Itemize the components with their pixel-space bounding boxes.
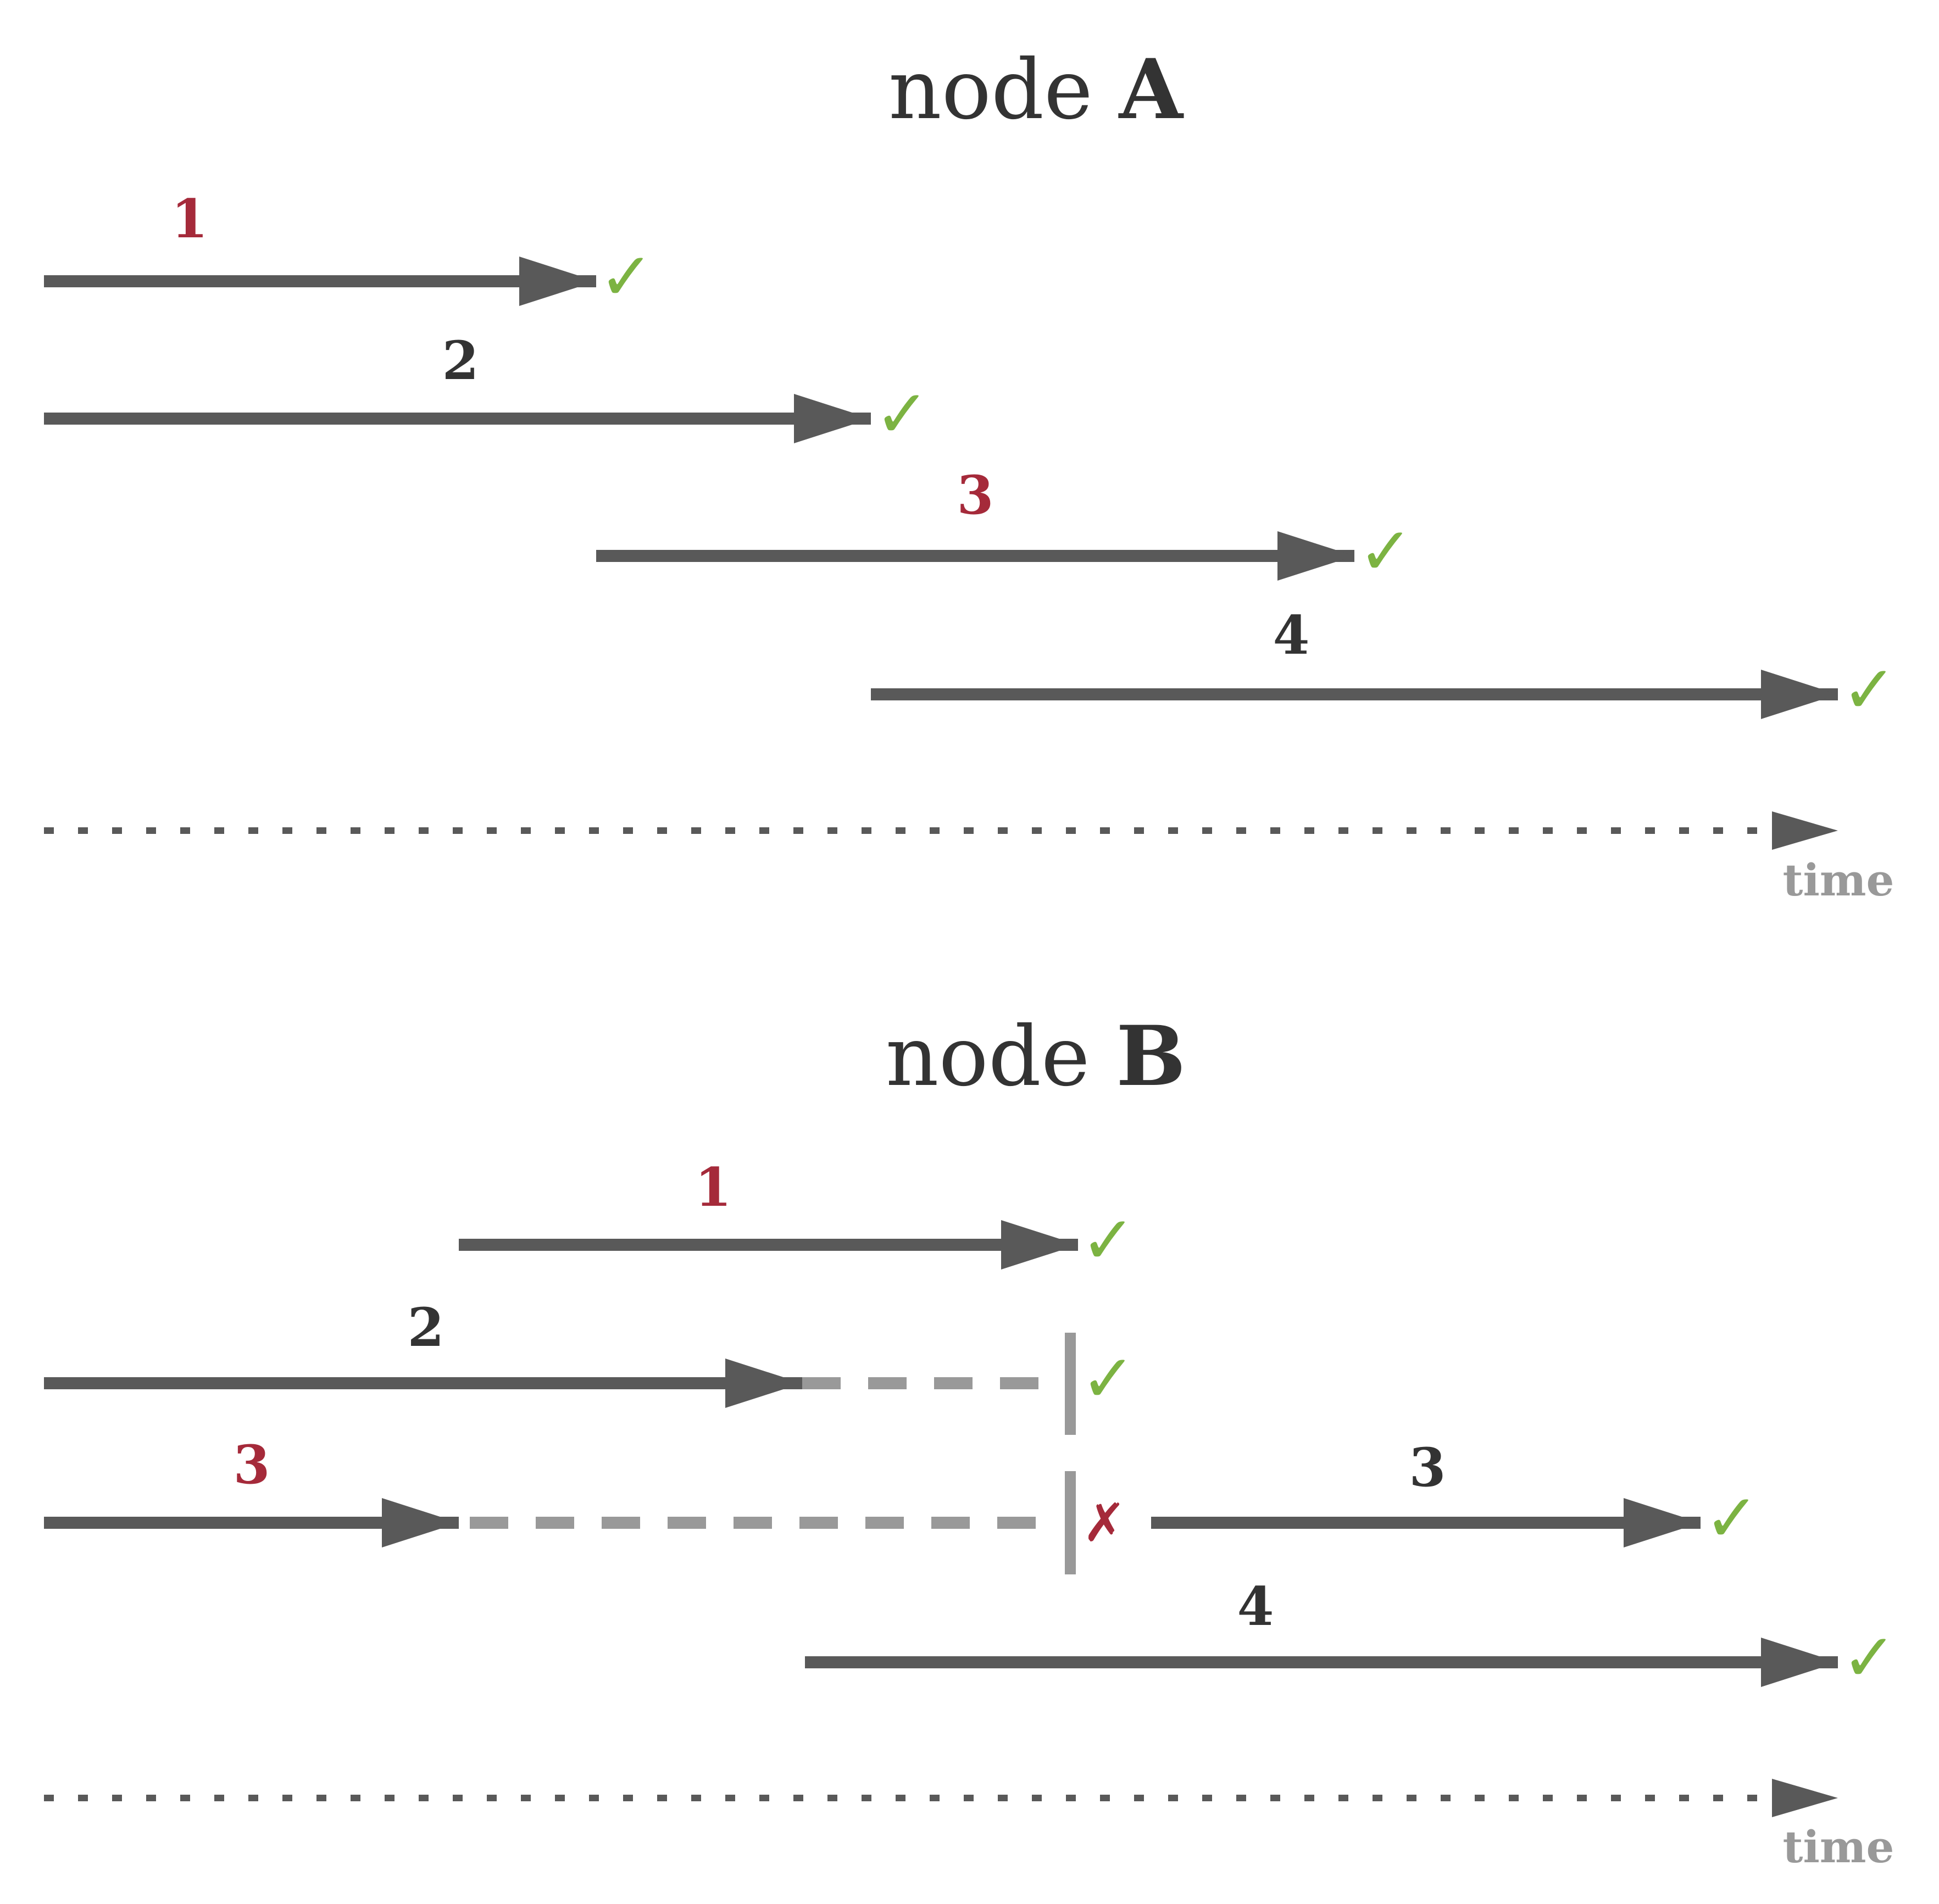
- check-icon: ✓: [1081, 1341, 1136, 1417]
- node-a-request-2: 2 ✓: [44, 330, 930, 453]
- node-b-request-4: 4 ✓: [805, 1575, 1897, 1696]
- node-b-request-2: 2 ✓: [44, 1296, 1136, 1417]
- check-icon: ✓: [1704, 1480, 1760, 1557]
- node-b-section: node B 1 ✓ 2 ✓ 3 ✗ 3 ✓: [44, 1008, 1897, 1873]
- check-icon: ✓: [1081, 1202, 1136, 1279]
- request-label: 3: [234, 1434, 270, 1496]
- check-icon: ✓: [599, 239, 654, 315]
- node-b-time-axis: time: [44, 1779, 1894, 1873]
- node-a-section: node A 1 ✓ 2 ✓ 3 ✓ 4 ✓ time: [44, 41, 1897, 906]
- node-b-request-1: 1 ✓: [459, 1156, 1136, 1279]
- node-a-title: node A: [888, 41, 1184, 138]
- check-icon: ✓: [875, 376, 930, 453]
- node-a-request-3: 3 ✓: [596, 464, 1413, 590]
- request-label: 3: [957, 464, 994, 526]
- node-b-request-3-attempt: 3 ✗: [44, 1434, 1126, 1554]
- node-a-time-axis: time: [44, 811, 1894, 906]
- node-b-title: node B: [886, 1008, 1186, 1105]
- check-icon: ✓: [1842, 652, 1897, 728]
- request-label: 2: [442, 330, 479, 392]
- node-a-request-1: 1 ✓: [44, 188, 654, 315]
- request-label: 1: [695, 1156, 732, 1218]
- cross-icon: ✗: [1082, 1492, 1126, 1554]
- node-b-request-3-retry: 3 ✓: [1151, 1437, 1759, 1557]
- time-axis-label: time: [1783, 1821, 1894, 1873]
- check-icon: ✓: [1842, 1620, 1897, 1696]
- request-label: 4: [1237, 1575, 1274, 1638]
- node-a-request-4: 4 ✓: [871, 604, 1897, 728]
- check-icon: ✓: [1358, 514, 1414, 590]
- request-label: 4: [1273, 604, 1310, 666]
- request-label: 2: [408, 1296, 445, 1359]
- request-label: 3: [1409, 1437, 1446, 1499]
- request-label: 1: [171, 188, 208, 250]
- time-axis-label: time: [1783, 854, 1894, 906]
